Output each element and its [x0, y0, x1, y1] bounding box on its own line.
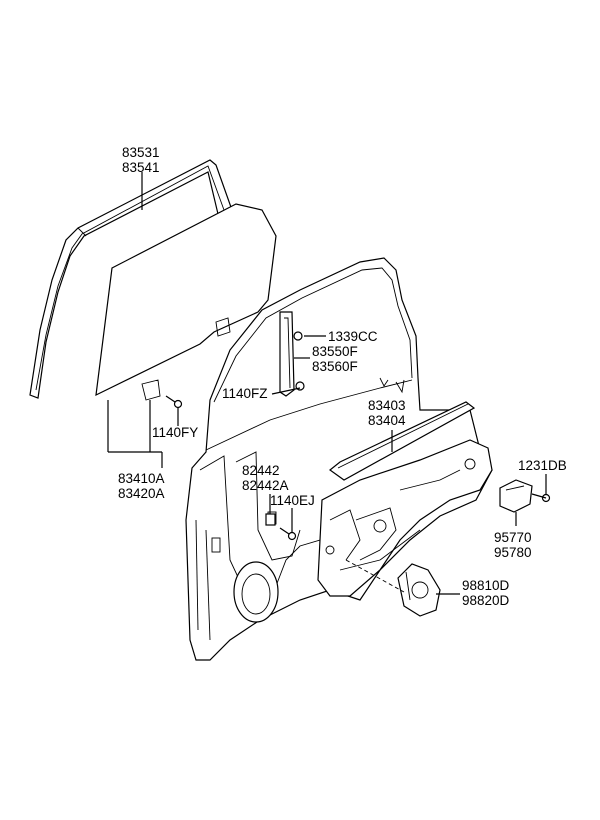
label-1339CC: 1339CC	[328, 329, 378, 344]
door-clip	[265, 513, 276, 526]
label-83403: 83403	[368, 398, 406, 413]
rear-channel	[279, 311, 305, 397]
label-83541: 83541	[122, 160, 160, 175]
label-95780: 95780	[494, 545, 532, 560]
clip-bolt	[279, 527, 297, 541]
label-83404: 83404	[368, 413, 406, 428]
label-98810D: 98810D	[462, 578, 510, 593]
label-82442: 82442	[242, 463, 280, 478]
label-95770: 95770	[494, 530, 532, 545]
label-1140FZ: 1140FZ	[222, 386, 268, 401]
label-1231DB: 1231DB	[518, 458, 567, 473]
regulator-module	[317, 439, 493, 597]
label-98820D: 98820D	[462, 593, 510, 608]
door-lock-actuator	[499, 479, 551, 513]
door-glass	[95, 203, 277, 401]
label-1140FY: 1140FY	[152, 425, 198, 440]
label-83531: 83531	[122, 145, 160, 160]
label-83420A: 83420A	[118, 486, 165, 501]
window-regulator-rail	[329, 401, 476, 481]
label-83410A: 83410A	[118, 471, 165, 486]
window-regulator-motor	[397, 563, 441, 617]
label-83560F: 83560F	[312, 359, 358, 374]
part-labels: 83531 83541 1339CC 83550F 83560F 1140FZ …	[118, 145, 567, 608]
glass-bolt	[165, 395, 183, 409]
label-83550F: 83550F	[312, 344, 358, 359]
label-82442A: 82442A	[242, 478, 289, 493]
label-1140EJ: 1140EJ	[270, 493, 315, 508]
leader-lines	[107, 172, 547, 595]
